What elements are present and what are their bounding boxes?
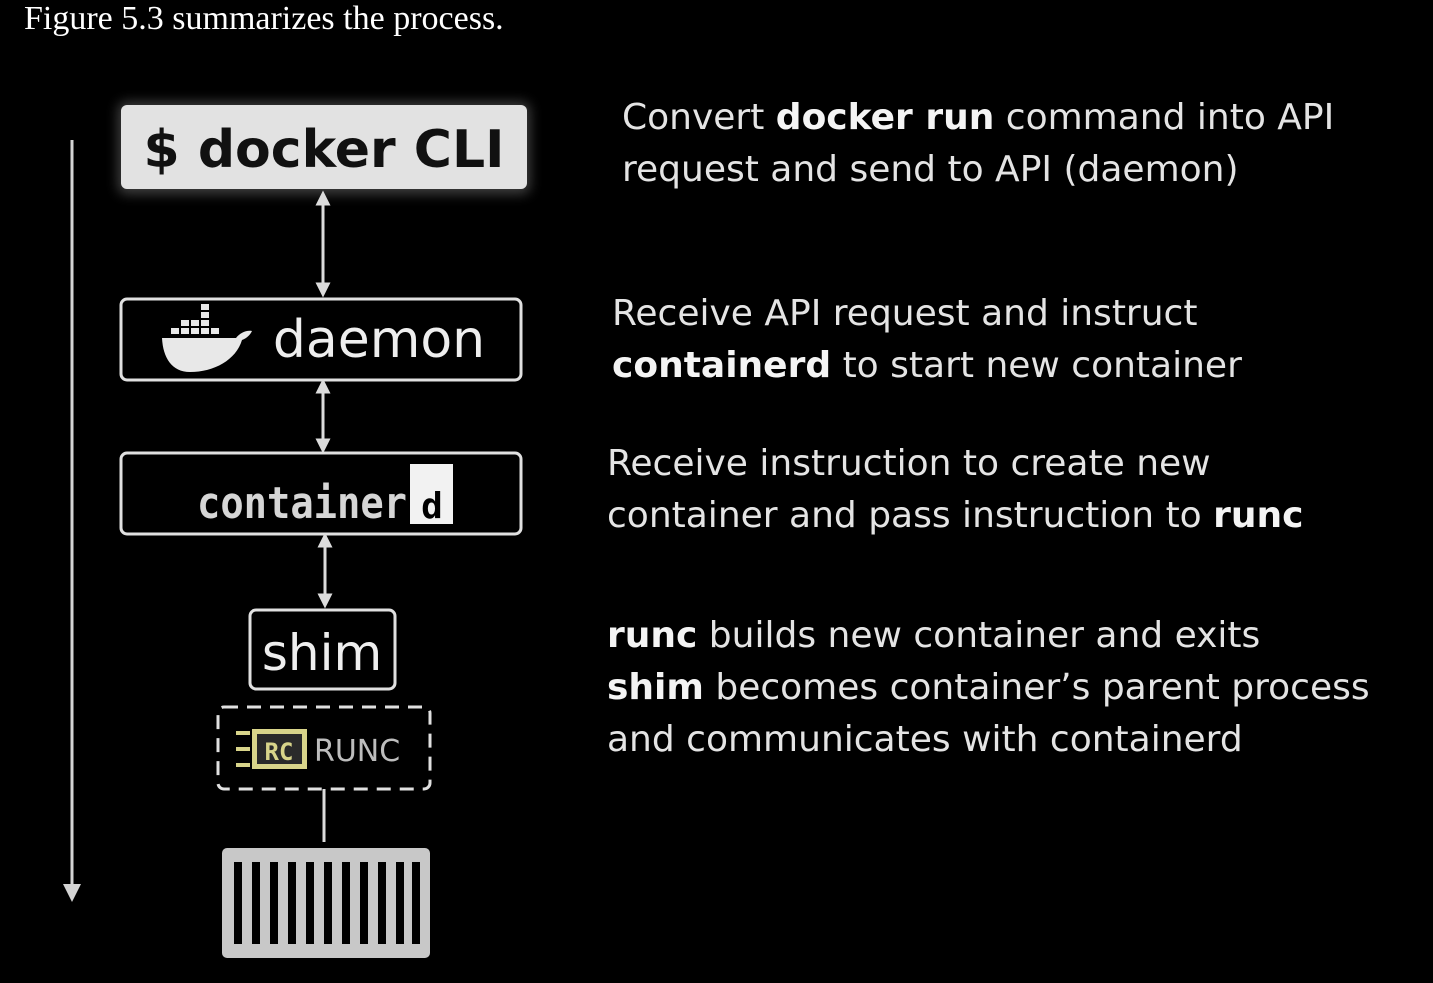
desc-containerd-l2a: container and pass instruction to <box>607 495 1214 536</box>
desc-daemon-l2b: to start new container <box>831 345 1242 386</box>
desc-containerd-l2b: runc <box>1213 495 1304 536</box>
docker-cli-label: $ docker CLI <box>144 120 505 180</box>
runc-box: RC RUNC <box>216 705 432 791</box>
container-icon <box>222 848 430 958</box>
desc-runc-l2b: becomes container’s parent process <box>703 667 1370 708</box>
daemon-label: daemon <box>273 310 485 370</box>
containerd-logo-d: d <box>421 486 443 527</box>
daemon-box: daemon <box>119 297 523 382</box>
desc-daemon-l1: Receive API request and instruct <box>612 293 1198 334</box>
desc-runc-l2a: shim <box>607 667 704 708</box>
containerd-box: container d <box>119 451 523 536</box>
desc-containerd: Receive instruction to create new contai… <box>607 438 1304 542</box>
figure-caption: Figure 5.3 summarizes the process. <box>24 0 504 37</box>
timeline-arrow <box>63 140 81 902</box>
shim-box: shim <box>248 608 397 691</box>
runc-label: RUNC <box>314 734 400 769</box>
docker-cli-box: $ docker CLI <box>118 102 530 194</box>
desc-containerd-l1: Receive instruction to create new <box>607 443 1211 484</box>
runc-logo-letters: RC <box>265 738 294 766</box>
desc-cli-l1a: Convert <box>622 97 776 138</box>
desc-runc-l1b: builds new container and exits <box>697 615 1261 656</box>
shim-label: shim <box>262 624 382 682</box>
desc-runc-l1a: runc <box>607 615 698 656</box>
containerd-logo-text: container <box>197 478 407 529</box>
desc-docker-cli: Convert docker run command into API requ… <box>622 92 1334 196</box>
desc-runc-shim: runc builds new container and exits shim… <box>607 610 1370 766</box>
desc-daemon-l2a: containerd <box>612 345 832 386</box>
desc-runc-l3: and communicates with containerd <box>607 719 1243 760</box>
desc-cli-l1b: docker run <box>775 97 995 138</box>
containerd-logo-badge <box>410 464 453 524</box>
desc-cli-l2: request and send to API (daemon) <box>622 149 1239 190</box>
whale-icon <box>162 304 252 372</box>
runc-logo: RC <box>236 729 307 769</box>
desc-cli-l1c: command into API <box>994 97 1335 138</box>
desc-daemon: Receive API request and instruct contain… <box>612 288 1242 392</box>
